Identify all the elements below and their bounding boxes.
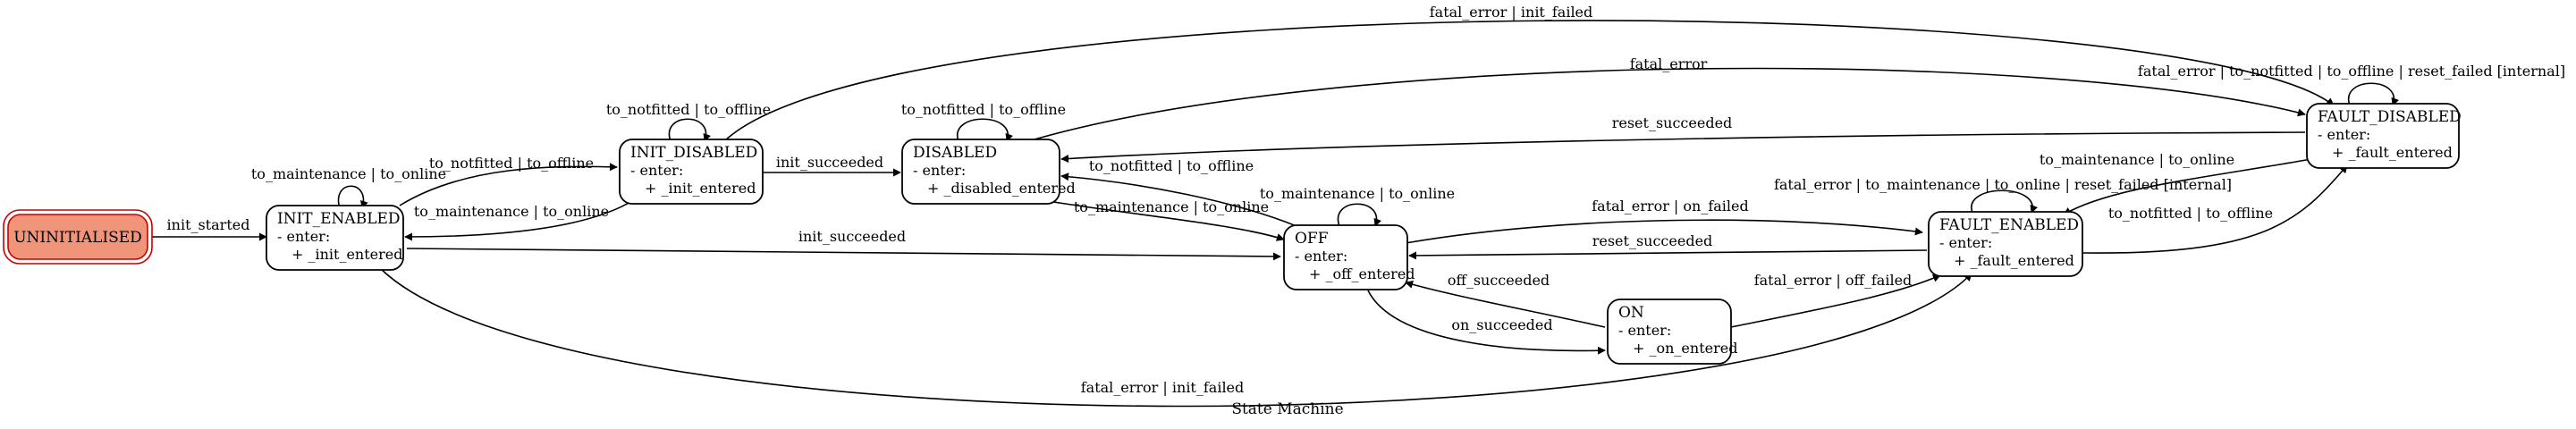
- uninitialised-title: UNINITIALISED: [13, 229, 142, 247]
- edge-fault-enabled-to-off: [1408, 249, 1928, 260]
- state-init-disabled: INIT_DISABLED - enter: + _init_entered: [619, 139, 764, 205]
- fault-enabled-title: FAULT_ENABLED: [1939, 216, 2079, 234]
- state-on: ON - enter: + _on_entered: [1607, 299, 1737, 365]
- label-disabled-to-fault-disabled: fatal_error: [1630, 55, 1708, 72]
- label-on-to-off: off_succeeded: [1448, 272, 1550, 289]
- edge-fault-disabled-to-fault-enabled: [2063, 158, 2312, 215]
- state-fault-enabled: FAULT_ENABLED - enter: + _fault_entered: [1928, 211, 2083, 277]
- label-off-self: to_maintenance | to_online: [1260, 185, 1455, 202]
- edge-disabled-to-fault-disabled: [1027, 67, 2306, 142]
- edge-init-disabled-self: [668, 118, 711, 142]
- edge-fault-enabled-self: [1971, 189, 2038, 214]
- init-enabled-enter: - enter:: [277, 228, 330, 245]
- fault-enabled-enter: - enter:: [1939, 234, 1992, 251]
- edge-init-enabled-to-fault-enabled: [379, 267, 1972, 408]
- off-box: [1283, 224, 1408, 290]
- label-init-enabled-to-fault-enabled: fatal_error | init_failed: [1081, 379, 1245, 396]
- label-on-to-fault-enabled: fatal_error | off_failed: [1754, 272, 1913, 289]
- label-init-started: init_started: [167, 216, 250, 233]
- label-init-enabled-self: to_maintenance | to_online: [251, 165, 446, 182]
- state-off: OFF - enter: + _off_entered: [1283, 224, 1415, 290]
- init-disabled-enter: - enter:: [630, 162, 683, 179]
- edge-fault-disabled-self: [2347, 82, 2399, 106]
- label-fault-disabled-to-fault-enabled: to_maintenance | to_online: [2040, 151, 2234, 168]
- edge-labels: init_started to_maintenance | to_online …: [167, 4, 2566, 396]
- edge-off-to-disabled: [1060, 172, 1297, 227]
- edge-init-enabled-to-init-disabled: [399, 163, 618, 206]
- edge-init-disabled-to-init-enabled: [404, 198, 636, 241]
- label-off-to-disabled: to_notfitted | to_offline: [1089, 157, 1254, 174]
- off-enter: - enter:: [1295, 248, 1347, 265]
- fault-disabled-action: + _fault_entered: [2332, 144, 2453, 161]
- uninitialised-outer-border: [3, 209, 153, 265]
- state-uninitialised: UNINITIALISED: [3, 209, 153, 265]
- edge-disabled-to-off: [1036, 198, 1285, 241]
- label-init-disabled-to-fault-disabled: fatal_error | init_failed: [1430, 4, 1593, 21]
- init-disabled-title: INIT_DISABLED: [630, 144, 757, 162]
- edge-fault-disabled-to-disabled: [1060, 131, 2306, 164]
- label-init-enabled-to-off: init_succeeded: [798, 228, 906, 245]
- label-off-to-on: on_succeeded: [1451, 316, 1552, 333]
- init-enabled-action: + _init_entered: [291, 246, 403, 263]
- state-init-enabled: INIT_ENABLED - enter: + _init_entered: [266, 205, 404, 271]
- edge-off-to-fault-enabled: [1405, 219, 1923, 244]
- uninitialised-inner-box: [7, 214, 148, 260]
- label-disabled-to-off: to_maintenance | to_online: [1074, 198, 1269, 215]
- disabled-enter: - enter:: [913, 162, 966, 179]
- fault-enabled-box: [1928, 211, 2083, 277]
- state-disabled: DISABLED - enter: + _disabled_entered: [901, 139, 1076, 205]
- label-off-to-fault-enabled: fatal_error | on_failed: [1592, 198, 1749, 214]
- label-fault-enabled-to-off: reset_succeeded: [1592, 232, 1713, 249]
- label-fault-disabled-to-disabled: reset_succeeded: [1612, 114, 1733, 131]
- label-disabled-self: to_notfitted | to_offline: [901, 101, 1066, 118]
- label-init-disabled-to-disabled: init_succeeded: [776, 154, 883, 171]
- label-fault-disabled-self: fatal_error | to_notfitted | to_offline …: [2138, 63, 2565, 80]
- on-enter: - enter:: [1618, 322, 1671, 339]
- init-enabled-title: INIT_ENABLED: [277, 210, 401, 228]
- label-fault-enabled-self: fatal_error | to_maintenance | to_online…: [1774, 176, 2232, 193]
- on-title: ON: [1618, 304, 1644, 322]
- state-fault-disabled: FAULT_DISABLED - enter: + _fault_entered: [2306, 103, 2462, 169]
- init-enabled-box: [266, 205, 404, 271]
- label-init-enabled-to-init-disabled: to_notfitted | to_offline: [429, 155, 594, 172]
- nodes: UNINITIALISED INIT_ENABLED - enter: + _i…: [3, 103, 2462, 365]
- off-title: OFF: [1295, 230, 1329, 248]
- label-init-disabled-to-init-enabled: to_maintenance | to_online: [414, 203, 609, 220]
- fault-enabled-action: + _fault_entered: [1954, 252, 2074, 269]
- init-disabled-action: + _init_entered: [645, 180, 756, 197]
- edge-off-to-on: [1367, 290, 1606, 355]
- edge-off-self: [1337, 203, 1381, 227]
- disabled-box: [901, 139, 1060, 205]
- edge-on-to-off: [1405, 280, 1606, 328]
- label-init-disabled-self: to_notfitted | to_offline: [606, 101, 771, 118]
- edge-disabled-self: [956, 118, 1013, 142]
- fault-disabled-box: [2306, 103, 2460, 169]
- diagram-caption: State Machine: [1231, 400, 1343, 418]
- edge-fault-enabled-to-fault-disabled: [2082, 164, 2348, 254]
- edges: [152, 20, 2399, 408]
- edge-init-disabled-to-fault-disabled: [723, 20, 2335, 142]
- disabled-title: DISABLED: [913, 144, 997, 162]
- fault-disabled-title: FAULT_DISABLED: [2318, 108, 2462, 126]
- edge-init-enabled-self: [337, 185, 368, 209]
- label-fault-enabled-to-fault-disabled: to_notfitted | to_offline: [2108, 205, 2273, 222]
- init-disabled-box: [619, 139, 764, 205]
- on-action: + _on_entered: [1633, 340, 1737, 357]
- off-action: + _off_entered: [1309, 265, 1415, 282]
- fault-disabled-enter: - enter:: [2318, 126, 2370, 143]
- on-box: [1607, 299, 1732, 365]
- edge-on-to-fault-enabled: [1730, 274, 1941, 328]
- disabled-action: + _disabled_entered: [927, 180, 1076, 197]
- edge-init-enabled-to-off: [406, 248, 1281, 261]
